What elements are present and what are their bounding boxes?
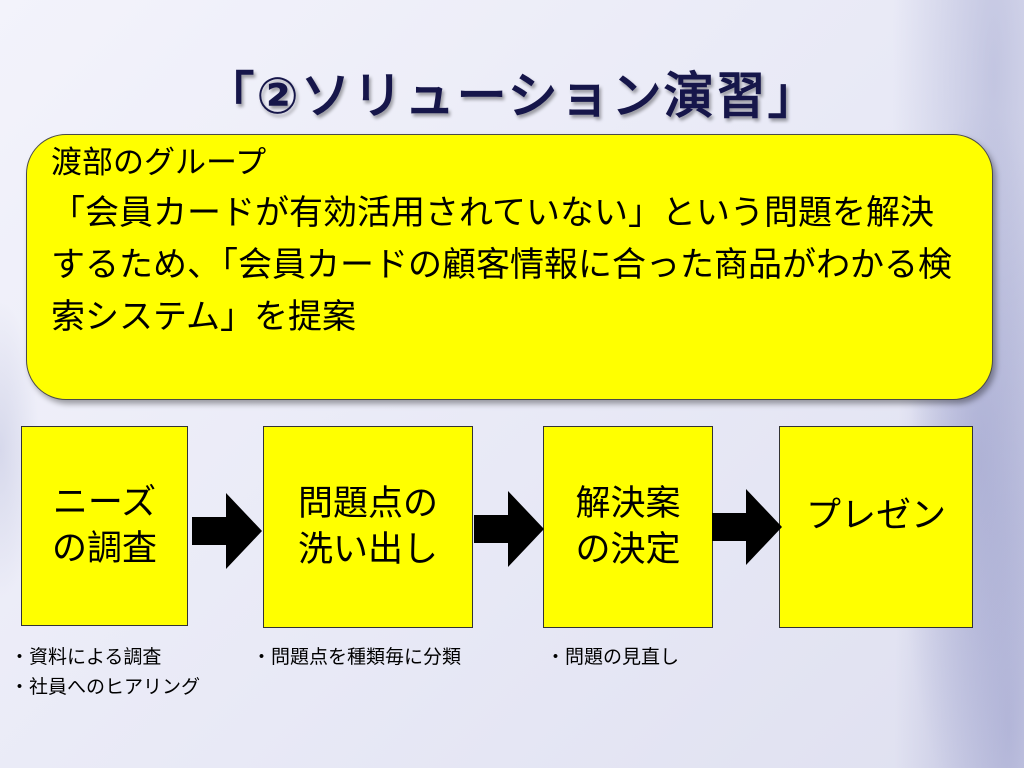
step-label: 解決案 の決定 — [575, 484, 681, 570]
summary-callout: 渡部のグループ 「会員カードが有効活用されていない」という問題を解決するため、「… — [26, 134, 993, 400]
step-label: ニーズ の調査 — [51, 483, 157, 569]
step-problem-identification: 問題点の 洗い出し — [263, 426, 473, 628]
step-notes: ・資料による調査 ・社員へのヒアリング — [10, 642, 200, 702]
note-item: ・問題の見直し — [546, 646, 680, 668]
step-notes: ・問題の見直し — [546, 642, 679, 672]
proposal-text: 「会員カードが有効活用されていない」という問題を解決するため、「会員カードの顧客… — [51, 193, 952, 337]
step-solution-decision: 解決案 の決定 — [543, 426, 713, 628]
step-label: プレゼン — [805, 496, 946, 536]
arrow-right-icon — [474, 491, 544, 567]
group-name: 渡部のグループ — [51, 145, 267, 181]
note-item: ・社員へのヒアリング — [10, 676, 201, 698]
arrow-right-icon — [192, 493, 262, 569]
step-label: 問題点の 洗い出し — [297, 484, 438, 570]
note-item: ・資料による調査 — [10, 646, 162, 668]
arrow-right-icon — [712, 489, 782, 565]
step-needs-survey: ニーズ の調査 — [21, 426, 188, 626]
step-presentation: プレゼン — [779, 426, 973, 628]
note-item: ・問題点を種類毎に分類 — [252, 646, 462, 668]
step-notes: ・問題点を種類毎に分類 — [252, 642, 461, 672]
slide-title: 「②ソリューション演習」 — [204, 67, 820, 125]
